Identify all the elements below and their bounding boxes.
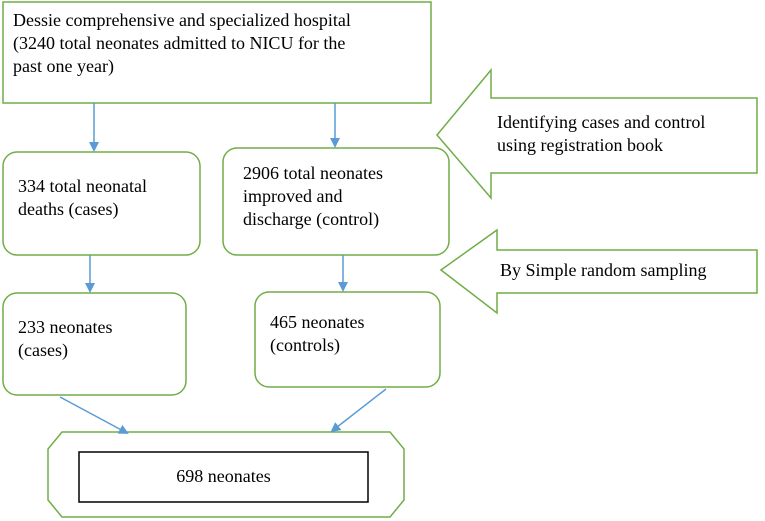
cases-total-label: 334 total neonatal deaths (cases) [18,176,147,219]
hospital-box [2,1,432,104]
connector-cases-to-final [59,396,129,434]
sampling-callout-arrow [439,228,758,315]
controls-total-box [222,147,450,256]
controls-total-label: 2906 total neonates improved and dischar… [243,163,383,229]
cases-sampled-label: 233 neonates (cases) [18,317,113,360]
cases-total-box [2,151,201,256]
identify-callout-label: Identifying cases and control using regi… [497,112,706,155]
final-label: 698 neonates [176,466,271,486]
controls-sampled-label: 465 neonates (controls) [270,312,365,355]
hospital-label: Dessie comprehensive and specialized hos… [13,10,351,76]
final-inner-box [78,451,369,503]
identify-callout-arrow [436,67,758,201]
cases-sampled-box [2,292,187,396]
sampling-callout-label: By Simple random sampling [500,260,707,280]
connector-controls-to-final [330,388,387,433]
controls-sampled-box [254,291,441,388]
